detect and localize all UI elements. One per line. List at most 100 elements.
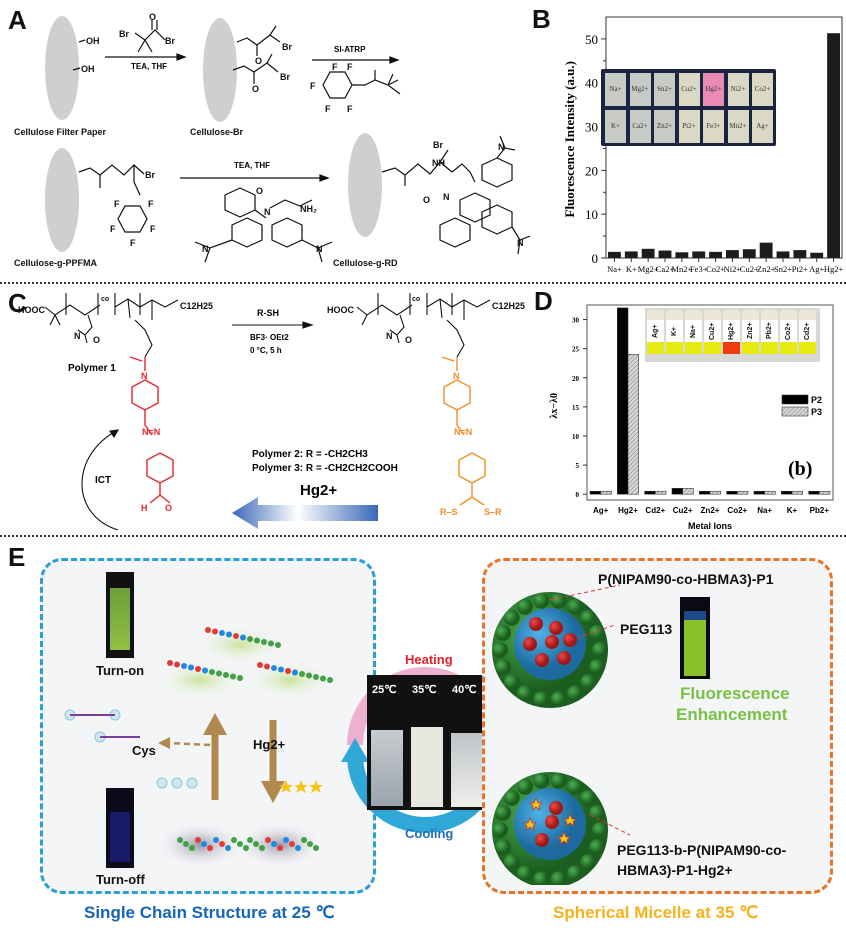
bar-P2-K+ bbox=[781, 490, 793, 495]
panel-tag: (b) bbox=[788, 458, 812, 480]
bar-Sn2+ bbox=[776, 251, 790, 258]
polymer-chain bbox=[195, 666, 201, 672]
y-tick-label: 0 bbox=[592, 251, 599, 266]
peg-bead bbox=[495, 804, 512, 821]
separator-bottom bbox=[0, 535, 846, 537]
paper-strip-Ni2+: Ni2+ bbox=[727, 73, 749, 106]
polymer-chain bbox=[268, 640, 274, 647]
atom-oh-2: OH bbox=[81, 64, 95, 74]
bar-P3-Ag+ bbox=[600, 490, 612, 495]
vial-Co2+: Co2+ bbox=[780, 310, 797, 358]
enhancement-label: Enhancement bbox=[676, 705, 788, 724]
reagent-step3: TEA, THF bbox=[234, 161, 270, 170]
fluorophore-bead bbox=[557, 651, 571, 665]
polymer-chain bbox=[313, 674, 319, 680]
coiled-chain bbox=[283, 837, 289, 843]
label-cellulose-g-ppfma: Cellulose-g-PPFMA bbox=[14, 258, 98, 268]
x-tick-label: Pt2+ bbox=[792, 264, 808, 274]
reagent-bf3: BF3· OEt2 bbox=[250, 333, 289, 342]
bar-P3-K+ bbox=[791, 490, 803, 495]
polymer-chain bbox=[257, 662, 263, 668]
atom-o: O bbox=[256, 186, 263, 196]
hg-star bbox=[523, 816, 537, 831]
peg-bead bbox=[592, 642, 608, 658]
atom-f: F bbox=[310, 81, 316, 91]
atom-f: F bbox=[332, 62, 338, 72]
single-chain-illustration bbox=[64, 625, 335, 869]
paper-strip-Ag+: Ag+ bbox=[752, 110, 773, 143]
bar-Ag+ bbox=[810, 252, 824, 258]
bar-K+ bbox=[624, 251, 638, 258]
panel-c-scheme: N N=N H O N N=N R‒S S‒R HOOC C12H25 HOOC… bbox=[18, 293, 525, 530]
x-tick-label: K+ bbox=[626, 264, 637, 274]
bar-Fe3+ bbox=[692, 251, 706, 258]
atom-o-red: O bbox=[165, 503, 172, 513]
coiled-chain bbox=[225, 845, 231, 851]
vial-K+: K+ bbox=[666, 310, 683, 358]
paper-strip-Hg2+: Hg2+ bbox=[703, 73, 724, 106]
polymer-chain bbox=[264, 663, 270, 670]
panel-a-letter: A bbox=[8, 5, 27, 35]
fluorophore-bead bbox=[549, 801, 563, 815]
panel-e-letter: E bbox=[8, 542, 26, 572]
cellulose-g-rd-shape bbox=[348, 133, 382, 237]
bar-P3-Hg2+ bbox=[627, 354, 639, 495]
temperature-vials-photo: 25℃ 35℃ 40℃ bbox=[367, 675, 487, 810]
legend-swatch-P3 bbox=[781, 406, 809, 417]
cellulose-br-shape bbox=[203, 18, 237, 122]
plot-frame bbox=[586, 304, 834, 501]
bar-Na+ bbox=[608, 251, 621, 258]
coiled-chain bbox=[237, 841, 243, 847]
coiled-chain bbox=[183, 841, 189, 847]
atom-f: F bbox=[148, 199, 154, 209]
coiled-chain bbox=[313, 845, 319, 851]
label-cellulose-br: Cellulose-Br bbox=[190, 127, 244, 137]
coiled-chain bbox=[195, 837, 201, 843]
polymer1-label: Polymer 1 bbox=[68, 363, 116, 374]
bar-P3-Cd2+ bbox=[655, 490, 667, 495]
polymer-chain bbox=[219, 630, 225, 636]
coiled-chain bbox=[213, 837, 219, 843]
peg-bead bbox=[503, 609, 520, 626]
atom-br: Br bbox=[280, 72, 290, 82]
fluorescence-label: Fluorescence bbox=[680, 684, 790, 703]
paper-strip-Pt2+: Pt2+ bbox=[678, 110, 700, 143]
y-tick-label: 15 bbox=[572, 404, 580, 412]
vial-Na+: Na+ bbox=[685, 310, 702, 358]
micelle-label-hg-line2: HBMA3)-P1-Hg2+ bbox=[617, 862, 733, 878]
bar-P3-Co2+ bbox=[737, 490, 749, 495]
legend-label-P2: P2 bbox=[811, 395, 822, 405]
coiled-chain bbox=[247, 837, 253, 843]
coiled-chain bbox=[189, 845, 195, 851]
polymer-chain bbox=[285, 668, 291, 674]
atom-n-red: N bbox=[141, 371, 148, 381]
y-tick-label: 30 bbox=[585, 120, 598, 135]
atom-br: Br bbox=[165, 36, 175, 46]
label-cellulose-filter-paper: Cellulose Filter Paper bbox=[14, 127, 107, 137]
x-tick-label: Ag+ bbox=[809, 264, 824, 274]
vial-40 bbox=[451, 733, 483, 807]
coiled-chain bbox=[231, 837, 237, 843]
polymer2-definition: Polymer 2: R = -CH2CH3 bbox=[252, 449, 368, 460]
x-tick-label: Sn2+ bbox=[774, 264, 792, 274]
peg-bead bbox=[492, 822, 508, 838]
bar-P2-Hg2+ bbox=[617, 307, 629, 495]
cys-molecule bbox=[156, 777, 168, 789]
atom-azo-red: N=N bbox=[142, 427, 160, 437]
bar-P3-Na+ bbox=[764, 490, 776, 495]
atom-br: Br bbox=[433, 140, 443, 150]
legend-swatch-P2 bbox=[781, 394, 809, 405]
x-axis-label: Metal Ions bbox=[688, 521, 732, 531]
fluorophore-bead bbox=[549, 621, 563, 635]
polymer3-definition: Polymer 3: R = -CH2CH2COOH bbox=[252, 463, 398, 474]
fluorophore-bead bbox=[529, 617, 543, 631]
reagent-conditions: 0 °C, 5 h bbox=[250, 346, 282, 355]
cellulose-g-ppfma-shape bbox=[45, 148, 79, 252]
reagent-rsh: R-SH bbox=[257, 308, 279, 318]
peg-bead bbox=[495, 839, 512, 856]
atom-nh: NH bbox=[432, 158, 445, 168]
ict-label: ICT bbox=[95, 475, 111, 486]
atom-f: F bbox=[347, 62, 353, 72]
peg-bead bbox=[588, 839, 605, 856]
